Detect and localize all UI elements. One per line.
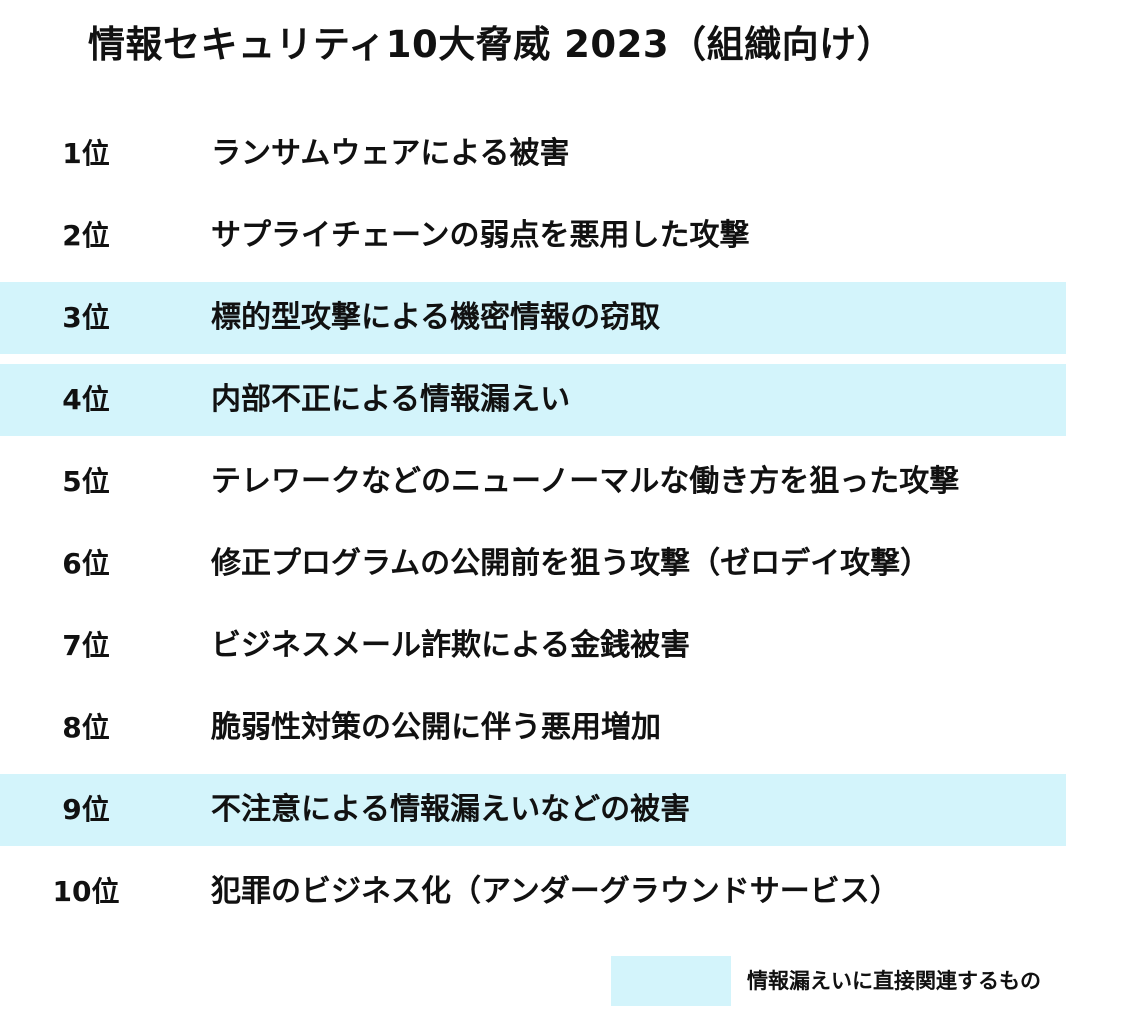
threat-name: テレワークなどのニューノーマルな働き方を狙った攻撃	[211, 464, 960, 499]
threat-name: 不注意による情報漏えいなどの被害	[211, 792, 691, 827]
legend: 情報漏えいに直接関連するもの	[611, 956, 1071, 1006]
ranking-row-2: 2位 サプライチェーンの弱点を悪用した攻撃	[0, 200, 1066, 272]
ranking-row-8: 8位 脆弱性対策の公開に伴う悪用増加	[0, 692, 1066, 764]
threat-name: 標的型攻撃による機密情報の窃取	[211, 300, 661, 335]
threat-ranking-list: 1位 ランサムウェアによる被害 2位 サプライチェーンの弱点を悪用した攻撃 3位…	[0, 118, 1066, 938]
ranking-row-4: 4位 内部不正による情報漏えい	[0, 364, 1066, 436]
ranking-row-5: 5位 テレワークなどのニューノーマルな働き方を狙った攻撃	[0, 446, 1066, 518]
rank-number: 8位	[62, 711, 110, 744]
rank-number: 7位	[62, 629, 110, 662]
rank-number: 4位	[62, 383, 110, 416]
legend-label: 情報漏えいに直接関連するもの	[747, 969, 1041, 993]
threat-name: 犯罪のビジネス化（アンダーグラウンドサービス）	[211, 874, 900, 909]
ranking-row-3: 3位 標的型攻撃による機密情報の窃取	[0, 282, 1066, 354]
ranking-row-1: 1位 ランサムウェアによる被害	[0, 118, 1066, 190]
rank-number: 10位	[52, 875, 120, 908]
rank-number: 1位	[62, 137, 110, 170]
rank-number: 9位	[62, 793, 110, 826]
page-title: 情報セキュリティ10大脅威 2023（組織向け）	[88, 23, 895, 66]
threat-name: 脆弱性対策の公開に伴う悪用増加	[211, 710, 661, 745]
ranking-row-7: 7位 ビジネスメール詐欺による金銭被害	[0, 610, 1066, 682]
rank-number: 5位	[62, 465, 110, 498]
ranking-row-9: 9位 不注意による情報漏えいなどの被害	[0, 774, 1066, 846]
threat-name: ランサムウェアによる被害	[211, 136, 570, 171]
rank-number: 3位	[62, 301, 110, 334]
rank-number: 2位	[62, 219, 110, 252]
threat-name: ビジネスメール詐欺による金銭被害	[211, 628, 691, 663]
rank-number: 6位	[62, 547, 110, 580]
legend-swatch	[611, 956, 731, 1006]
ranking-row-6: 6位 修正プログラムの公開前を狙う攻撃（ゼロデイ攻撃）	[0, 528, 1066, 600]
threat-name: 内部不正による情報漏えい	[211, 382, 571, 417]
ranking-row-10: 10位 犯罪のビジネス化（アンダーグラウンドサービス）	[0, 856, 1066, 928]
threat-name: 修正プログラムの公開前を狙う攻撃（ゼロデイ攻撃）	[211, 546, 931, 581]
threat-name: サプライチェーンの弱点を悪用した攻撃	[211, 218, 750, 253]
